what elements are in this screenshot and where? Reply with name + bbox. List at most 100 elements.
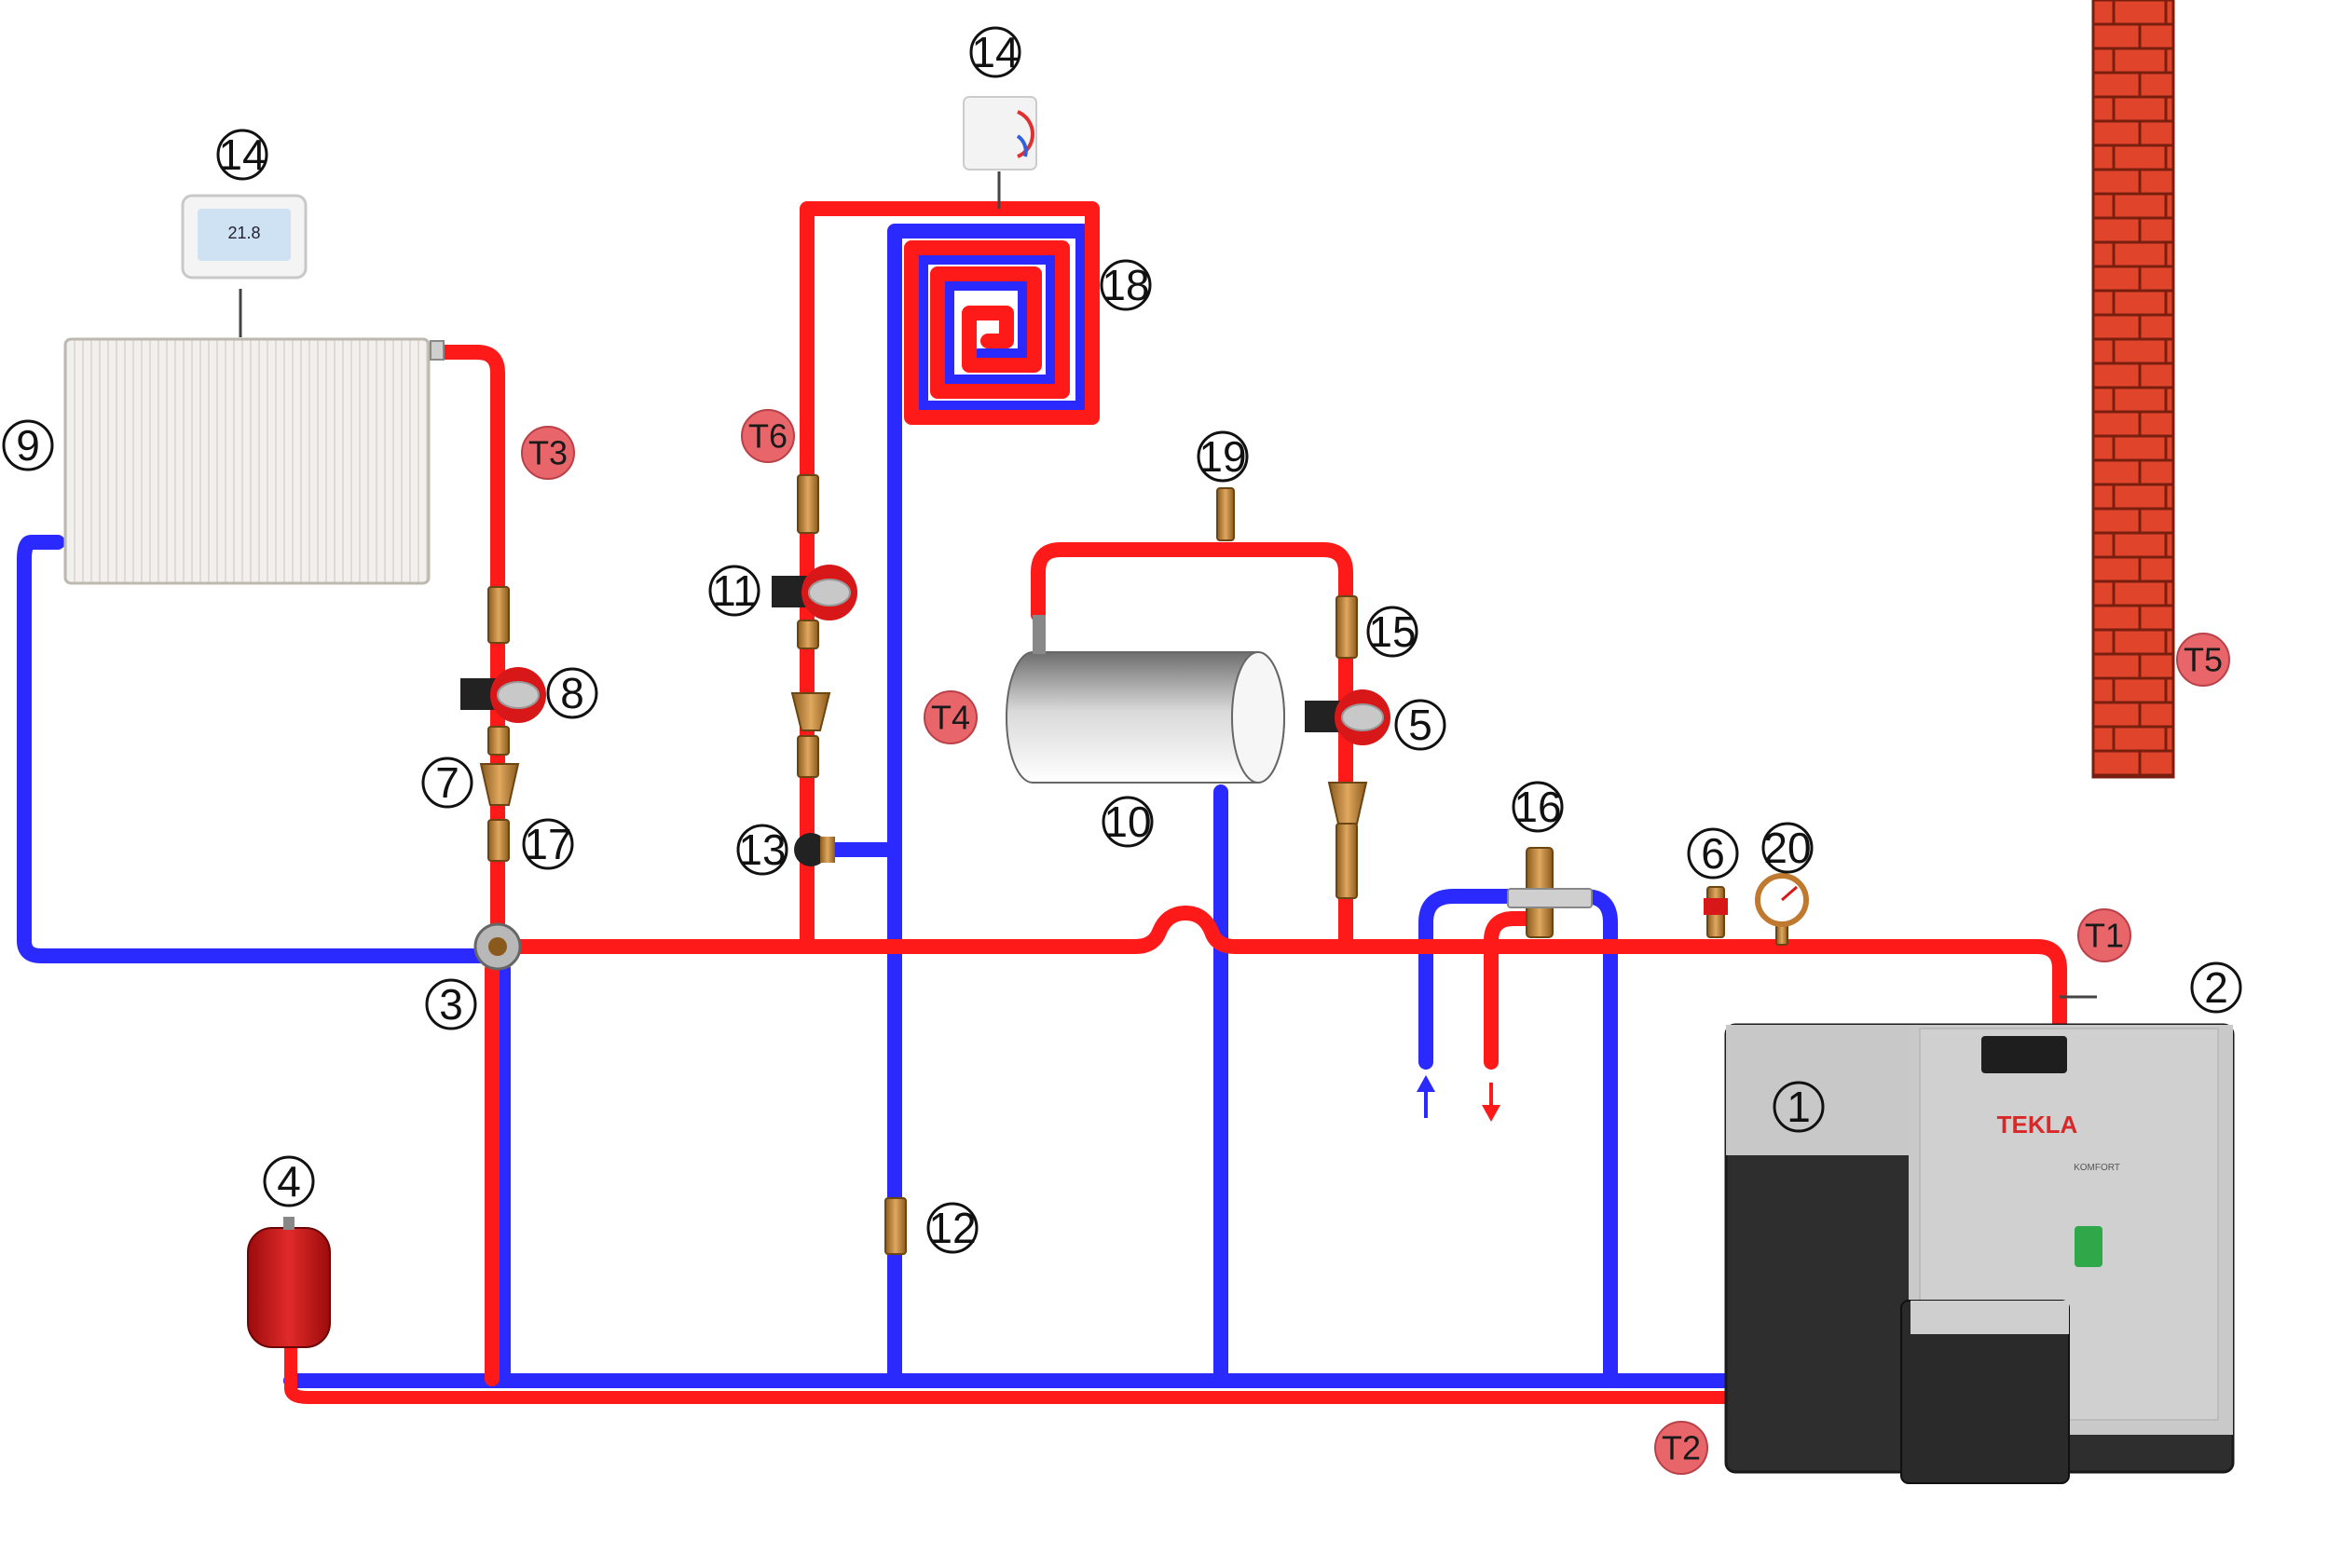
- union-floor-low: [797, 620, 819, 649]
- label-11: 11: [708, 565, 760, 617]
- svg-text:4: 4: [277, 1157, 301, 1206]
- label-15: 15: [1366, 606, 1418, 658]
- pressure-gauge: [1755, 873, 1809, 927]
- label-3: 3: [425, 978, 477, 1030]
- label-17: 17: [522, 818, 574, 870]
- svg-text:20: 20: [1763, 824, 1811, 872]
- cold-water-inlet-arrow: [1417, 1075, 1435, 1118]
- label-12: 12: [926, 1202, 979, 1254]
- label-10: 10: [1102, 796, 1154, 848]
- room-thermostat-dial: [963, 96, 1037, 170]
- sensor-t1: T1: [2077, 908, 2131, 962]
- sensor-t4: T4: [924, 690, 978, 744]
- label-9: 9: [2, 419, 54, 471]
- pump-radiator: [460, 667, 546, 723]
- svg-text:10: 10: [1103, 798, 1151, 846]
- supply-pipes: [284, 201, 2067, 1404]
- svg-text:T6: T6: [748, 417, 788, 456]
- svg-text:15: 15: [1368, 607, 1416, 656]
- svg-text:8: 8: [560, 669, 584, 717]
- pump-tank: [1305, 689, 1390, 745]
- filter-7: [479, 763, 520, 806]
- svg-text:12: 12: [928, 1204, 976, 1252]
- boiler-brand: TEKLA: [1997, 1111, 2078, 1139]
- pump-floor: [772, 565, 857, 620]
- buffer-tank: [1006, 615, 1285, 784]
- label-1: 1: [1773, 1081, 1825, 1133]
- radiator-return-pipe: [17, 535, 492, 963]
- boiler-controller-panel: [1981, 1036, 2067, 1073]
- label-18: 18: [1100, 259, 1152, 311]
- sensor-t6: T6: [741, 409, 795, 463]
- ball-valve-floor: [797, 735, 819, 778]
- svg-text:5: 5: [1408, 701, 1432, 749]
- controller-temperature: 21.8: [227, 224, 260, 242]
- svg-text:T1: T1: [2085, 917, 2124, 955]
- svg-text:14: 14: [218, 130, 266, 179]
- label-6: 6: [1687, 827, 1739, 879]
- bypass-pump: [794, 833, 835, 866]
- svg-text:16: 16: [1513, 783, 1561, 831]
- air-vent-19: [1216, 487, 1235, 541]
- bottom-supply-line: [284, 1335, 1733, 1404]
- radiator: [63, 337, 445, 585]
- union-floor: [797, 474, 819, 534]
- label-5: 5: [1394, 699, 1446, 751]
- label-14-top: 14: [969, 26, 1021, 78]
- boiler-badge: [2075, 1226, 2102, 1267]
- ball-valve-tank: [1335, 823, 1358, 899]
- label-19: 19: [1197, 430, 1249, 483]
- dhw-hot-outlet: [1484, 911, 1551, 1070]
- floor-coil-return: [887, 224, 1090, 416]
- svg-text:19: 19: [1198, 432, 1246, 481]
- filter-floor: [790, 692, 831, 731]
- svg-text:9: 9: [16, 421, 40, 470]
- svg-text:T4: T4: [931, 699, 970, 737]
- ball-valve-17: [487, 819, 510, 862]
- radiator-supply-riser: [431, 345, 505, 954]
- svg-text:6: 6: [1701, 829, 1725, 878]
- svg-text:7: 7: [435, 758, 459, 807]
- svg-text:17: 17: [524, 820, 571, 868]
- boiler-model: KOMFORT: [2074, 1163, 2120, 1173]
- label-13: 13: [736, 824, 788, 876]
- svg-text:18: 18: [1102, 261, 1149, 309]
- svg-text:11: 11: [712, 566, 757, 615]
- svg-text:1: 1: [1787, 1083, 1811, 1131]
- label-20: 20: [1761, 822, 1814, 874]
- svg-text:T5: T5: [2184, 641, 2223, 679]
- tank-supply-loop: [1031, 542, 1353, 954]
- union-radiator: [487, 586, 510, 644]
- svg-text:3: 3: [439, 980, 463, 1029]
- hot-water-outlet-arrow: [1482, 1083, 1500, 1122]
- svg-text:T3: T3: [528, 434, 568, 472]
- label-7: 7: [421, 757, 473, 809]
- svg-text:2: 2: [2204, 963, 2228, 1012]
- svg-text:T2: T2: [1662, 1429, 1701, 1467]
- label-8: 8: [546, 667, 598, 719]
- chimney-brick-wall: [2091, 0, 2175, 779]
- union-radiator-low: [487, 726, 510, 756]
- union-12: [884, 1197, 907, 1255]
- component-labels: 1 2 3 4 5 6 7 8 9 10 11 12 13 14 14 15 1…: [2, 26, 2242, 1254]
- sensor-t3: T3: [521, 426, 575, 480]
- sensor-labels: T1 T2 T3 T4 T5 T6: [521, 409, 2230, 1475]
- brass-fittings: [479, 474, 1788, 1255]
- valve-16-body: [1507, 888, 1593, 908]
- sensor-t2: T2: [1654, 1421, 1708, 1475]
- main-supply-header: [496, 906, 2067, 1042]
- room-controller-touch: 21.8: [181, 194, 308, 280]
- label-16: 16: [1512, 781, 1564, 833]
- boiler: TEKLA KOMFORT: [1724, 1023, 2235, 1484]
- label-4: 4: [263, 1155, 315, 1207]
- label-2: 2: [2190, 961, 2242, 1014]
- sensor-t5: T5: [2176, 633, 2230, 687]
- expansion-vessel: [247, 1217, 331, 1348]
- svg-text:14: 14: [971, 28, 1019, 76]
- label-14-left: 14: [216, 129, 268, 181]
- svg-text:13: 13: [738, 825, 786, 874]
- union-15: [1335, 595, 1358, 659]
- mixing-valve: [473, 922, 522, 971]
- floor-supply-line: [800, 201, 1100, 954]
